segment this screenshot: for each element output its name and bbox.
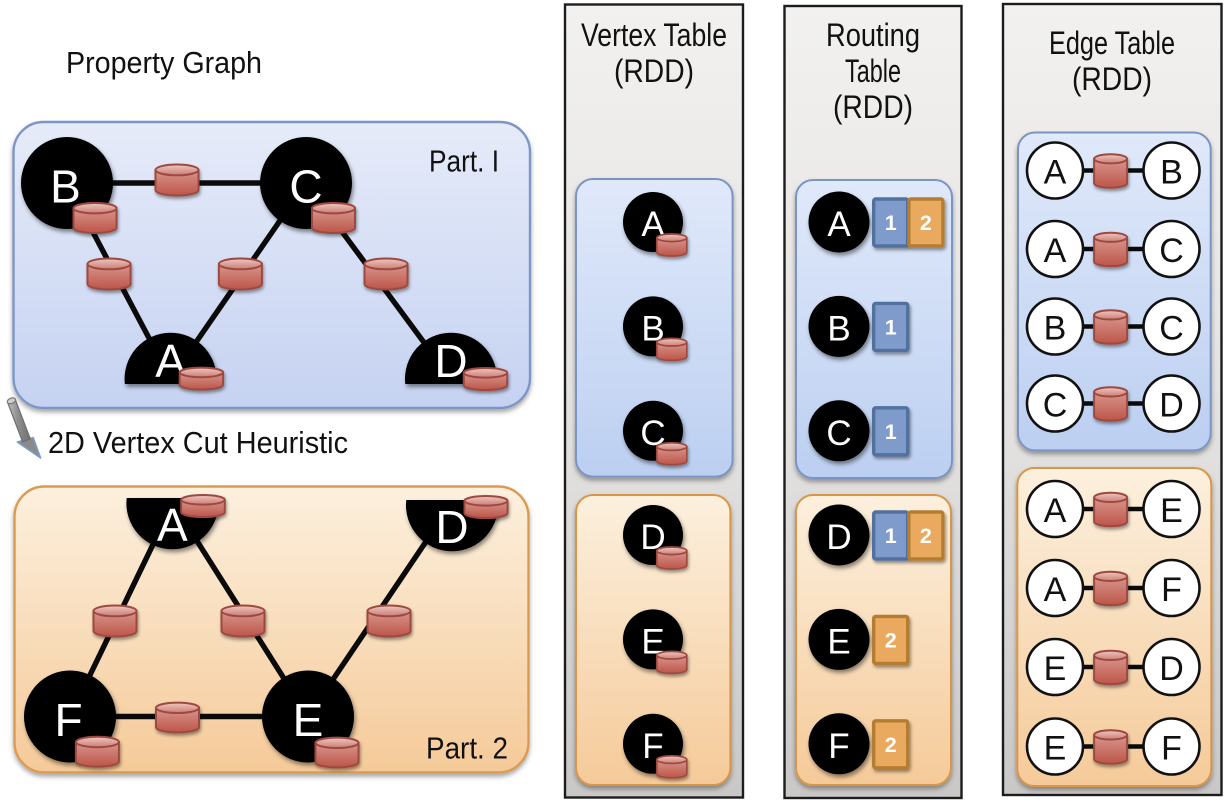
svg-text:1: 1 bbox=[885, 315, 897, 339]
svg-text:Part. I: Part. I bbox=[429, 144, 499, 179]
svg-text:A: A bbox=[1044, 154, 1067, 192]
svg-text:B: B bbox=[827, 309, 850, 348]
svg-text:2D Vertex Cut Heuristic: 2D Vertex Cut Heuristic bbox=[48, 425, 348, 460]
svg-text:E: E bbox=[827, 622, 850, 661]
svg-text:1: 1 bbox=[885, 524, 897, 548]
svg-text:2: 2 bbox=[885, 628, 897, 652]
svg-text:1: 1 bbox=[885, 420, 897, 444]
svg-text:E: E bbox=[641, 622, 664, 661]
svg-text:(RDD): (RDD) bbox=[833, 89, 913, 125]
svg-text:C: C bbox=[1159, 310, 1184, 348]
svg-text:Property Graph: Property Graph bbox=[66, 45, 262, 80]
svg-text:C: C bbox=[1043, 387, 1068, 425]
svg-text:B: B bbox=[50, 161, 81, 213]
svg-text:B: B bbox=[641, 309, 664, 348]
svg-text:D: D bbox=[826, 518, 851, 557]
svg-text:E: E bbox=[1044, 650, 1067, 688]
svg-text:Vertex Table: Vertex Table bbox=[581, 17, 727, 53]
svg-text:F: F bbox=[54, 694, 82, 746]
svg-text:B: B bbox=[1160, 154, 1183, 192]
svg-text:E: E bbox=[1160, 492, 1183, 530]
svg-text:C: C bbox=[1159, 232, 1184, 270]
svg-text:A: A bbox=[1044, 492, 1067, 530]
svg-text:D: D bbox=[435, 501, 468, 553]
svg-text:Part. 2: Part. 2 bbox=[426, 730, 508, 765]
svg-text:A: A bbox=[1044, 571, 1067, 609]
svg-text:D: D bbox=[1159, 650, 1184, 688]
svg-text:2: 2 bbox=[920, 524, 932, 548]
svg-text:F: F bbox=[828, 727, 849, 766]
svg-text:D: D bbox=[434, 335, 467, 387]
svg-text:C: C bbox=[826, 414, 851, 453]
svg-text:(RDD): (RDD) bbox=[1072, 61, 1152, 97]
svg-text:F: F bbox=[642, 727, 663, 766]
svg-text:A: A bbox=[827, 205, 851, 244]
svg-text:B: B bbox=[1044, 310, 1067, 348]
svg-text:(RDD): (RDD) bbox=[614, 53, 694, 89]
svg-text:2: 2 bbox=[920, 211, 932, 235]
svg-text:F: F bbox=[1161, 730, 1182, 768]
svg-text:E: E bbox=[1044, 730, 1067, 768]
svg-text:E: E bbox=[293, 694, 324, 746]
svg-text:2: 2 bbox=[885, 733, 897, 757]
svg-text:Routing: Routing bbox=[826, 17, 920, 53]
svg-text:F: F bbox=[1161, 571, 1182, 609]
svg-text:Table: Table bbox=[845, 53, 901, 89]
svg-text:1: 1 bbox=[885, 211, 897, 235]
svg-text:D: D bbox=[1159, 387, 1184, 425]
svg-text:A: A bbox=[1044, 232, 1067, 270]
svg-text:Edge Table: Edge Table bbox=[1049, 25, 1175, 61]
